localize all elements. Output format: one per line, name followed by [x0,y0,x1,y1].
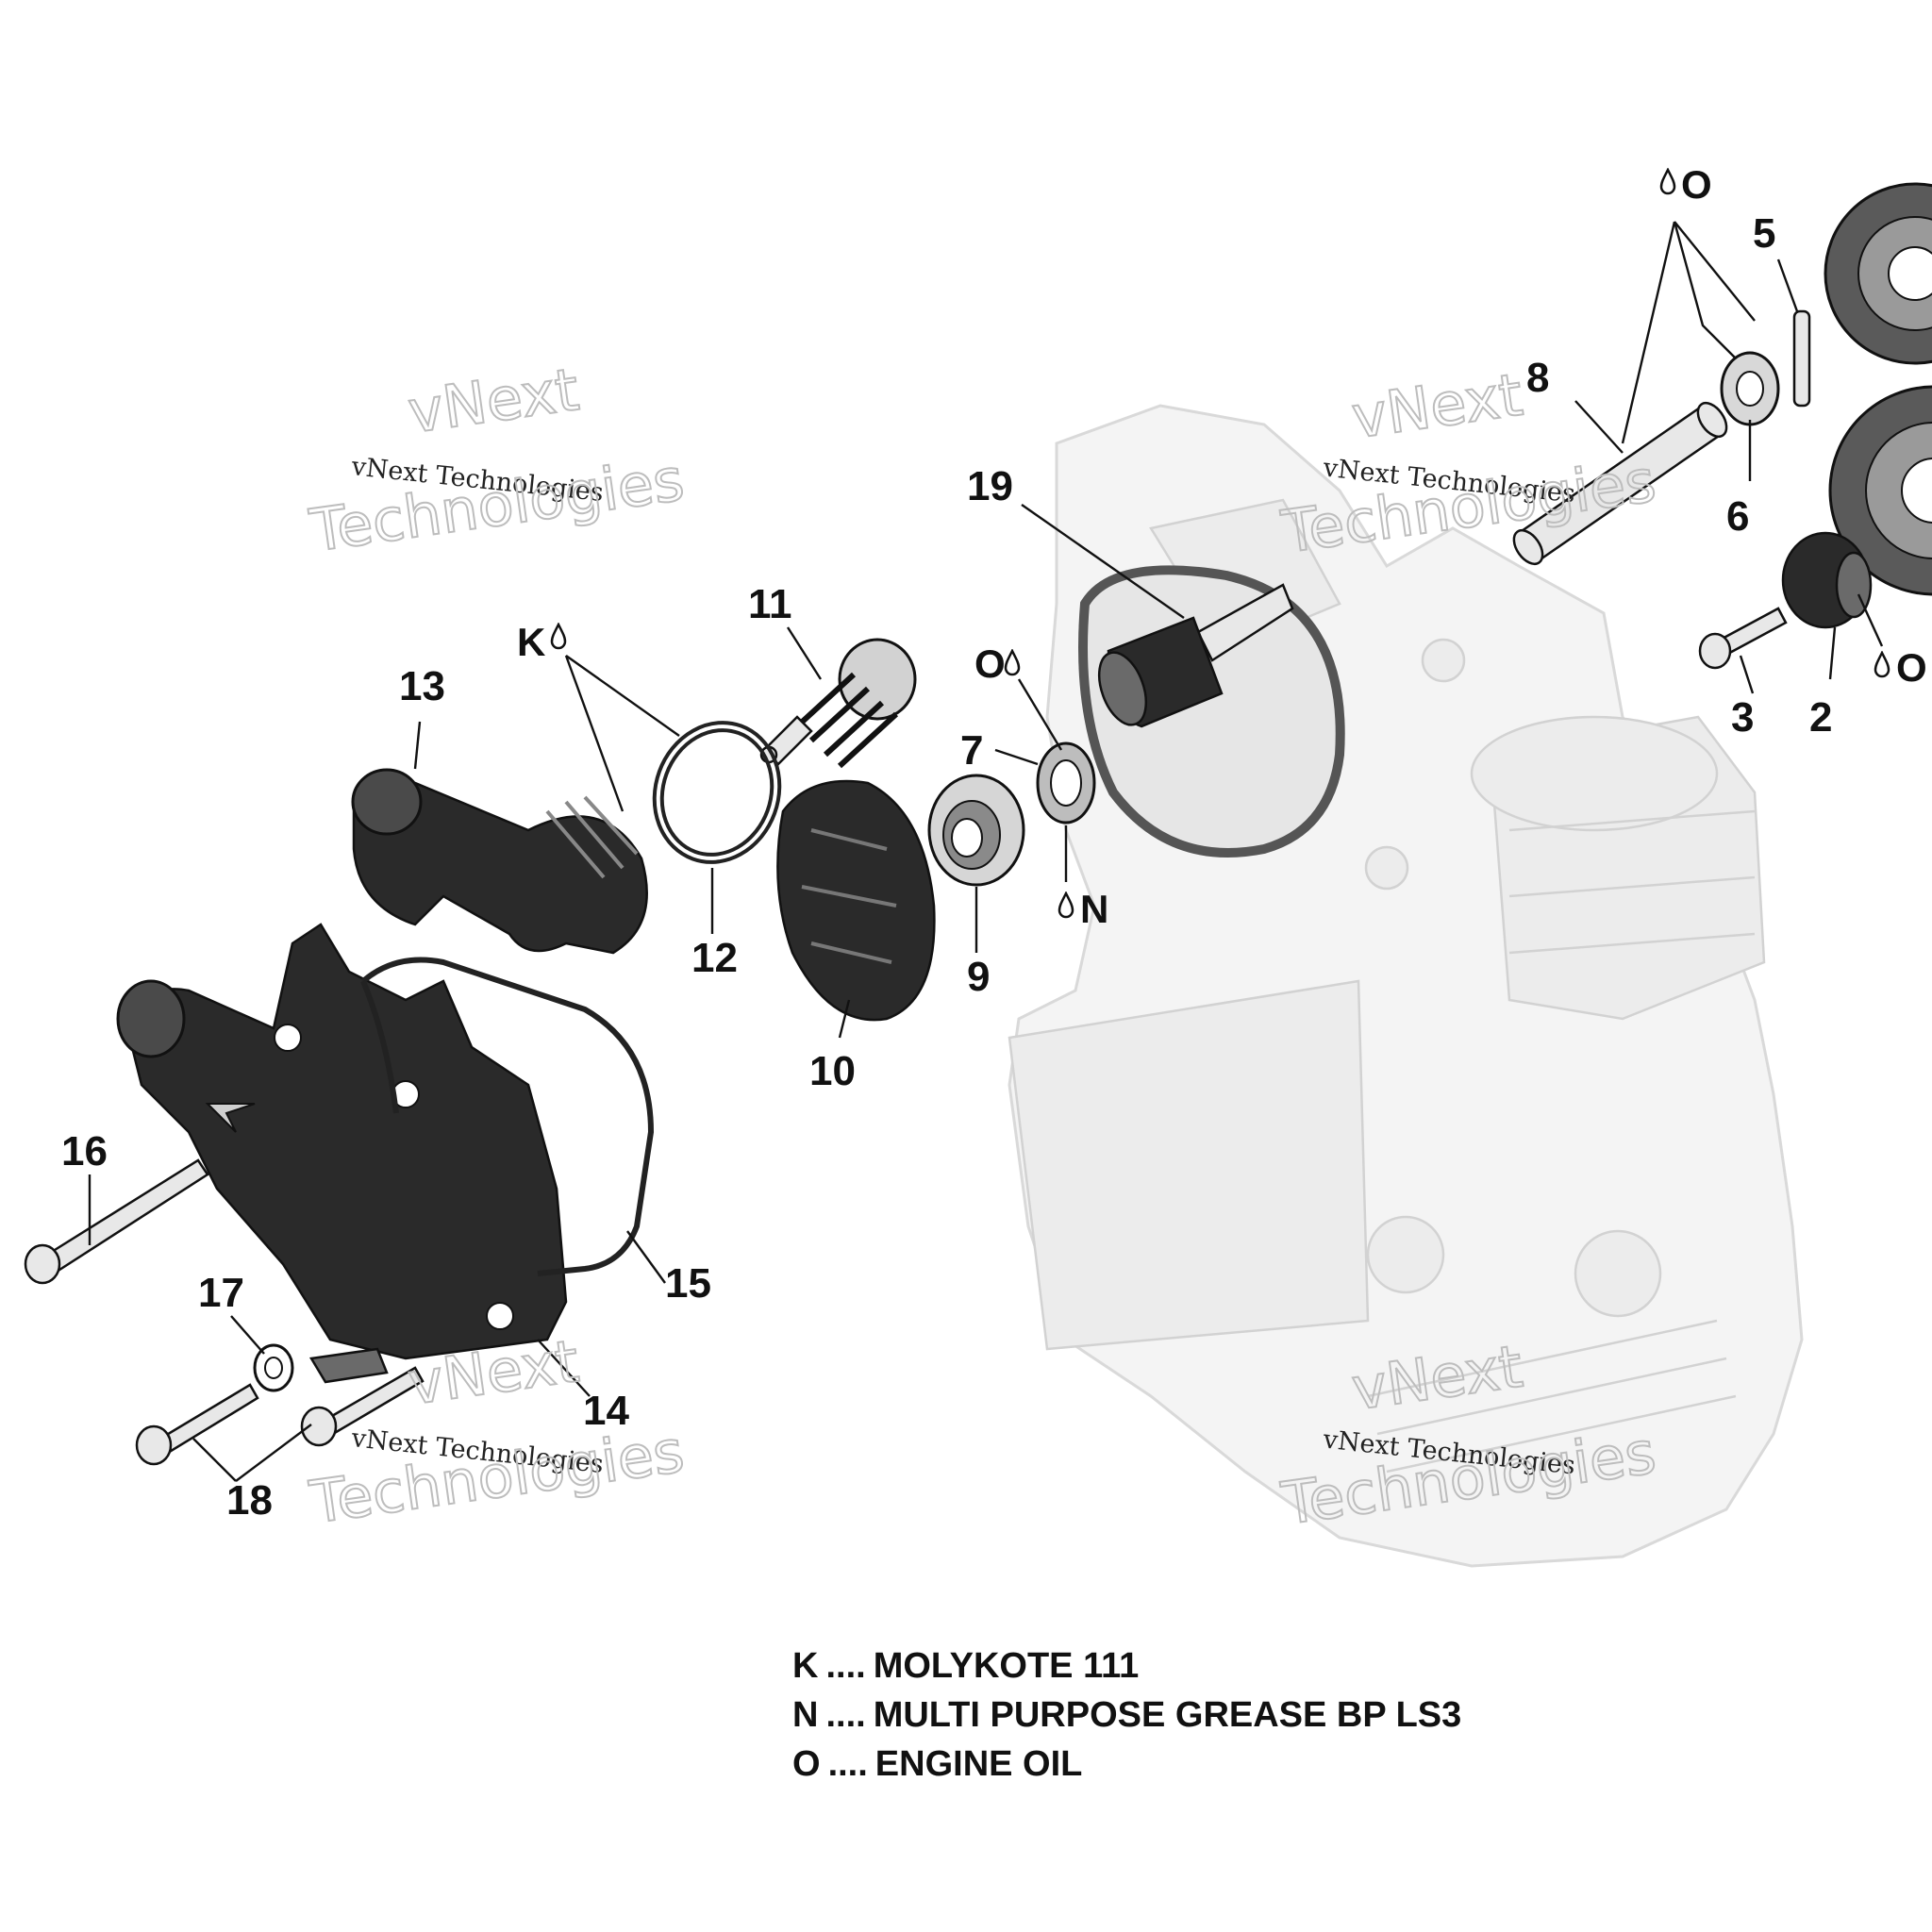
legend-text: MULTI PURPOSE GREASE BP LS3 [873,1695,1462,1735]
lube-tag-o-right: O [1874,645,1927,690]
part-6-washer [1720,351,1780,426]
lube-tag-n: N [1058,887,1108,931]
callout-17: 17 [198,1270,244,1316]
part-17-washer [253,1343,294,1392]
lube-tag-letter: K [517,620,545,664]
legend-separator: .... [827,1744,868,1784]
part-19-sensor [1097,583,1294,728]
callout-16: 16 [61,1128,108,1174]
legend-row-k: K....MOLYKOTE 111 [792,1641,1461,1690]
callout-18: 18 [226,1477,273,1524]
callout-13: 13 [399,663,445,709]
callout-11: 11 [748,581,792,627]
part-2-cap [1781,531,1873,629]
lube-tag-o-top: O [1659,162,1712,207]
gear-ghost-lower [1828,385,1932,596]
oil-drop-icon [1004,649,1021,676]
watermark-top-left: vNext vNext Technologies Technologies [305,354,690,566]
leader-lines [88,221,1884,1482]
callout-6: 6 [1726,493,1749,540]
callout-14: 14 [583,1388,629,1434]
lube-tag-letter: O [1896,645,1927,690]
legend-row-n: N....MULTI PURPOSE GREASE BP LS3 [792,1690,1461,1740]
legend-code: K [792,1646,819,1686]
callout-8: 8 [1526,355,1549,401]
callout-5: 5 [1753,210,1775,257]
part-15-gasket [360,957,655,1276]
callout-3: 3 [1731,694,1754,741]
part-5-pin [1792,309,1811,408]
lube-tag-letter: O [974,641,1006,686]
lube-tag-k: K [517,620,567,664]
lube-tag-letter: O [1681,162,1712,207]
part-18-bolt-a [135,1383,259,1466]
callout-9: 9 [967,954,990,1000]
legend-separator: .... [825,1695,866,1735]
callout-10: 10 [809,1048,856,1094]
part-12-o-ring [652,721,782,864]
callout-2: 2 [1809,694,1832,741]
watermark-line: vNext [1348,360,1527,452]
part-13-elbow-fitting [351,768,648,955]
part-11-thermostat [759,638,917,769]
part-3-bolt [1698,607,1788,670]
gear-ghost-upper [1824,182,1932,365]
callout-12: 12 [691,935,738,981]
legend-code: N [792,1695,819,1735]
part-8-shaft [1512,401,1728,566]
oil-drop-icon [1058,891,1074,919]
lubricant-legend: K....MOLYKOTE 111 N....MULTI PURPOSE GRE… [792,1641,1461,1789]
part-7-seal [1036,741,1096,824]
lube-tag-letter: N [1080,887,1108,931]
callout-15: 15 [665,1260,711,1307]
callout-labels: 19 8 5 6 3 2 7 9 10 11 12 13 14 15 16 17… [61,210,1832,1524]
watermark-top-right: vNext vNext Technologies Technologies [1276,359,1661,568]
watermark-line: vNext [404,355,583,446]
callout-7: 7 [960,727,983,774]
callout-19: 19 [967,463,1013,509]
legend-separator: .... [825,1646,866,1686]
legend-text: MOLYKOTE 111 [873,1646,1140,1686]
part-10-impeller [776,779,936,1022]
legend-text: ENGINE OIL [874,1744,1083,1784]
part-18-bolt-b [300,1366,425,1447]
part-9-mechanical-seal [927,774,1025,887]
legend-code: O [792,1744,821,1784]
lube-tag-o-mid: O [974,641,1021,686]
part-14-pump-cover [116,923,568,1384]
oil-drop-icon [1874,651,1890,678]
part-16-bolt [24,1158,209,1285]
oil-drop-icon [550,623,567,650]
legend-row-o: O....ENGINE OIL [792,1740,1461,1789]
oil-drop-icon [1659,168,1676,195]
